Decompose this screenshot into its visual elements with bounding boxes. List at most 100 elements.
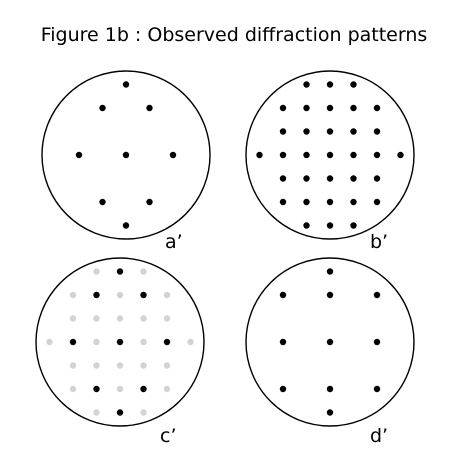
diffraction-spot-a-8 — [146, 198, 153, 206]
diffraction-spot-c-8 — [163, 291, 171, 299]
diffraction-spot-b-19 — [373, 151, 381, 159]
diffraction-spot-b-3 — [350, 81, 357, 88]
pattern-d-label: d’ — [370, 425, 388, 447]
pattern-b-outline — [245, 70, 415, 240]
diffraction-spot-c-4 — [69, 291, 77, 299]
diffraction-spot-b-22 — [303, 175, 310, 182]
pattern-panel-a: a’ — [41, 70, 211, 253]
diffraction-spot-b-6 — [326, 104, 334, 112]
diffraction-spot-c-15 — [69, 338, 77, 346]
diffraction-spot-c-3 — [140, 268, 147, 275]
diffraction-spot-b-11 — [326, 128, 334, 135]
diffraction-spot-b-13 — [373, 128, 381, 135]
diffraction-spot-c-9 — [69, 315, 77, 322]
diffraction-spot-d-9 — [326, 385, 334, 393]
diffraction-spot-c-31 — [93, 409, 100, 416]
diffraction-spot-c-12 — [140, 315, 147, 322]
diffraction-spot-b-7 — [350, 104, 357, 112]
diffraction-spot-d-3 — [326, 291, 334, 299]
diffraction-spot-c-5 — [93, 291, 100, 299]
diffraction-spot-b-15 — [279, 151, 287, 159]
diffraction-spot-c-17 — [116, 338, 124, 346]
diffraction-spot-b-18 — [350, 151, 357, 159]
diffraction-spot-b-26 — [279, 198, 287, 206]
pattern-c-outline — [35, 257, 205, 427]
diffraction-spot-c-2 — [116, 268, 124, 275]
pattern-panel-d: d’ — [245, 257, 415, 447]
diffraction-spot-c-33 — [140, 409, 147, 416]
pattern-c-label: c’ — [160, 425, 177, 447]
diffraction-spot-b-1 — [303, 81, 310, 88]
diffraction-spot-b-23 — [326, 175, 334, 182]
diffraction-spot-b-4 — [279, 104, 287, 112]
diffraction-spot-b-31 — [303, 222, 310, 229]
diffraction-spot-b-30 — [373, 198, 381, 206]
diffraction-spot-c-11 — [116, 315, 124, 322]
diffraction-spot-c-26 — [69, 385, 77, 393]
diffraction-spot-d-11 — [326, 409, 334, 416]
diffraction-spot-c-25 — [163, 362, 171, 369]
diffraction-spot-b-27 — [303, 198, 310, 206]
figure-title: Figure 1b : Observed diffraction pattern… — [40, 24, 428, 46]
diffraction-spot-c-19 — [163, 338, 171, 346]
diffraction-spot-c-24 — [140, 362, 147, 369]
diffraction-spot-b-10 — [303, 128, 310, 135]
diffraction-spot-c-30 — [163, 385, 171, 393]
diffraction-spot-c-16 — [93, 338, 100, 346]
diffraction-spot-a-2 — [99, 104, 106, 112]
diffraction-spot-c-29 — [140, 385, 147, 393]
diffraction-spot-a-4 — [75, 151, 83, 159]
diffraction-spot-d-10 — [373, 385, 381, 393]
diffraction-spot-b-8 — [373, 104, 381, 112]
diffraction-spot-b-16 — [303, 151, 310, 159]
diffraction-spot-c-27 — [93, 385, 100, 393]
diffraction-spot-a-7 — [99, 198, 106, 206]
diffraction-spot-d-8 — [279, 385, 287, 393]
pattern-b-label: b’ — [370, 231, 388, 253]
diffraction-spot-b-25 — [373, 175, 381, 182]
diffraction-spot-c-21 — [69, 362, 77, 369]
diffraction-spot-c-22 — [93, 362, 100, 369]
pattern-d-spots — [279, 268, 381, 416]
diffraction-spot-d-1 — [326, 268, 334, 275]
diffraction-spot-b-32 — [326, 222, 334, 229]
diffraction-spot-a-3 — [146, 104, 153, 112]
diffraction-spot-b-20 — [397, 151, 404, 159]
pattern-panel-c: c’ — [35, 257, 205, 447]
pattern-b-spots — [256, 81, 404, 229]
diffraction-spot-b-17 — [326, 151, 334, 159]
diffraction-spot-a-9 — [122, 222, 130, 229]
diffraction-spot-b-14 — [256, 151, 263, 159]
diffraction-spot-c-1 — [93, 268, 100, 275]
pattern-panel-b: b’ — [245, 70, 415, 253]
diffraction-spot-c-10 — [93, 315, 100, 322]
pattern-a-spots — [75, 81, 177, 229]
diffraction-spot-b-21 — [279, 175, 287, 182]
diffraction-spot-b-29 — [350, 198, 357, 206]
diffraction-spot-a-1 — [122, 81, 130, 88]
diffraction-spot-b-12 — [350, 128, 357, 135]
diffraction-spot-b-2 — [326, 81, 334, 88]
diffraction-spot-d-2 — [279, 291, 287, 299]
diffraction-spot-d-7 — [373, 338, 381, 346]
diffraction-spot-b-24 — [350, 175, 357, 182]
diffraction-spot-c-7 — [140, 291, 147, 299]
diffraction-spot-c-28 — [116, 385, 124, 393]
diffraction-spot-b-28 — [326, 198, 334, 206]
diffraction-spot-c-23 — [116, 362, 124, 369]
diffraction-spot-c-6 — [116, 291, 124, 299]
diffraction-spot-b-33 — [350, 222, 357, 229]
pattern-c-spots — [46, 268, 194, 416]
diffraction-spot-a-6 — [169, 151, 177, 159]
pattern-a-outline — [41, 70, 211, 240]
diffraction-spot-c-20 — [187, 338, 194, 346]
diffraction-spot-d-6 — [326, 338, 334, 346]
diffraction-spot-c-18 — [140, 338, 147, 346]
diffraction-spot-d-5 — [279, 338, 287, 346]
diffraction-spot-d-4 — [373, 291, 381, 299]
diffraction-spot-c-13 — [163, 315, 171, 322]
diffraction-spot-b-9 — [279, 128, 287, 135]
diffraction-spot-b-5 — [303, 104, 310, 112]
pattern-d-outline — [245, 257, 415, 427]
